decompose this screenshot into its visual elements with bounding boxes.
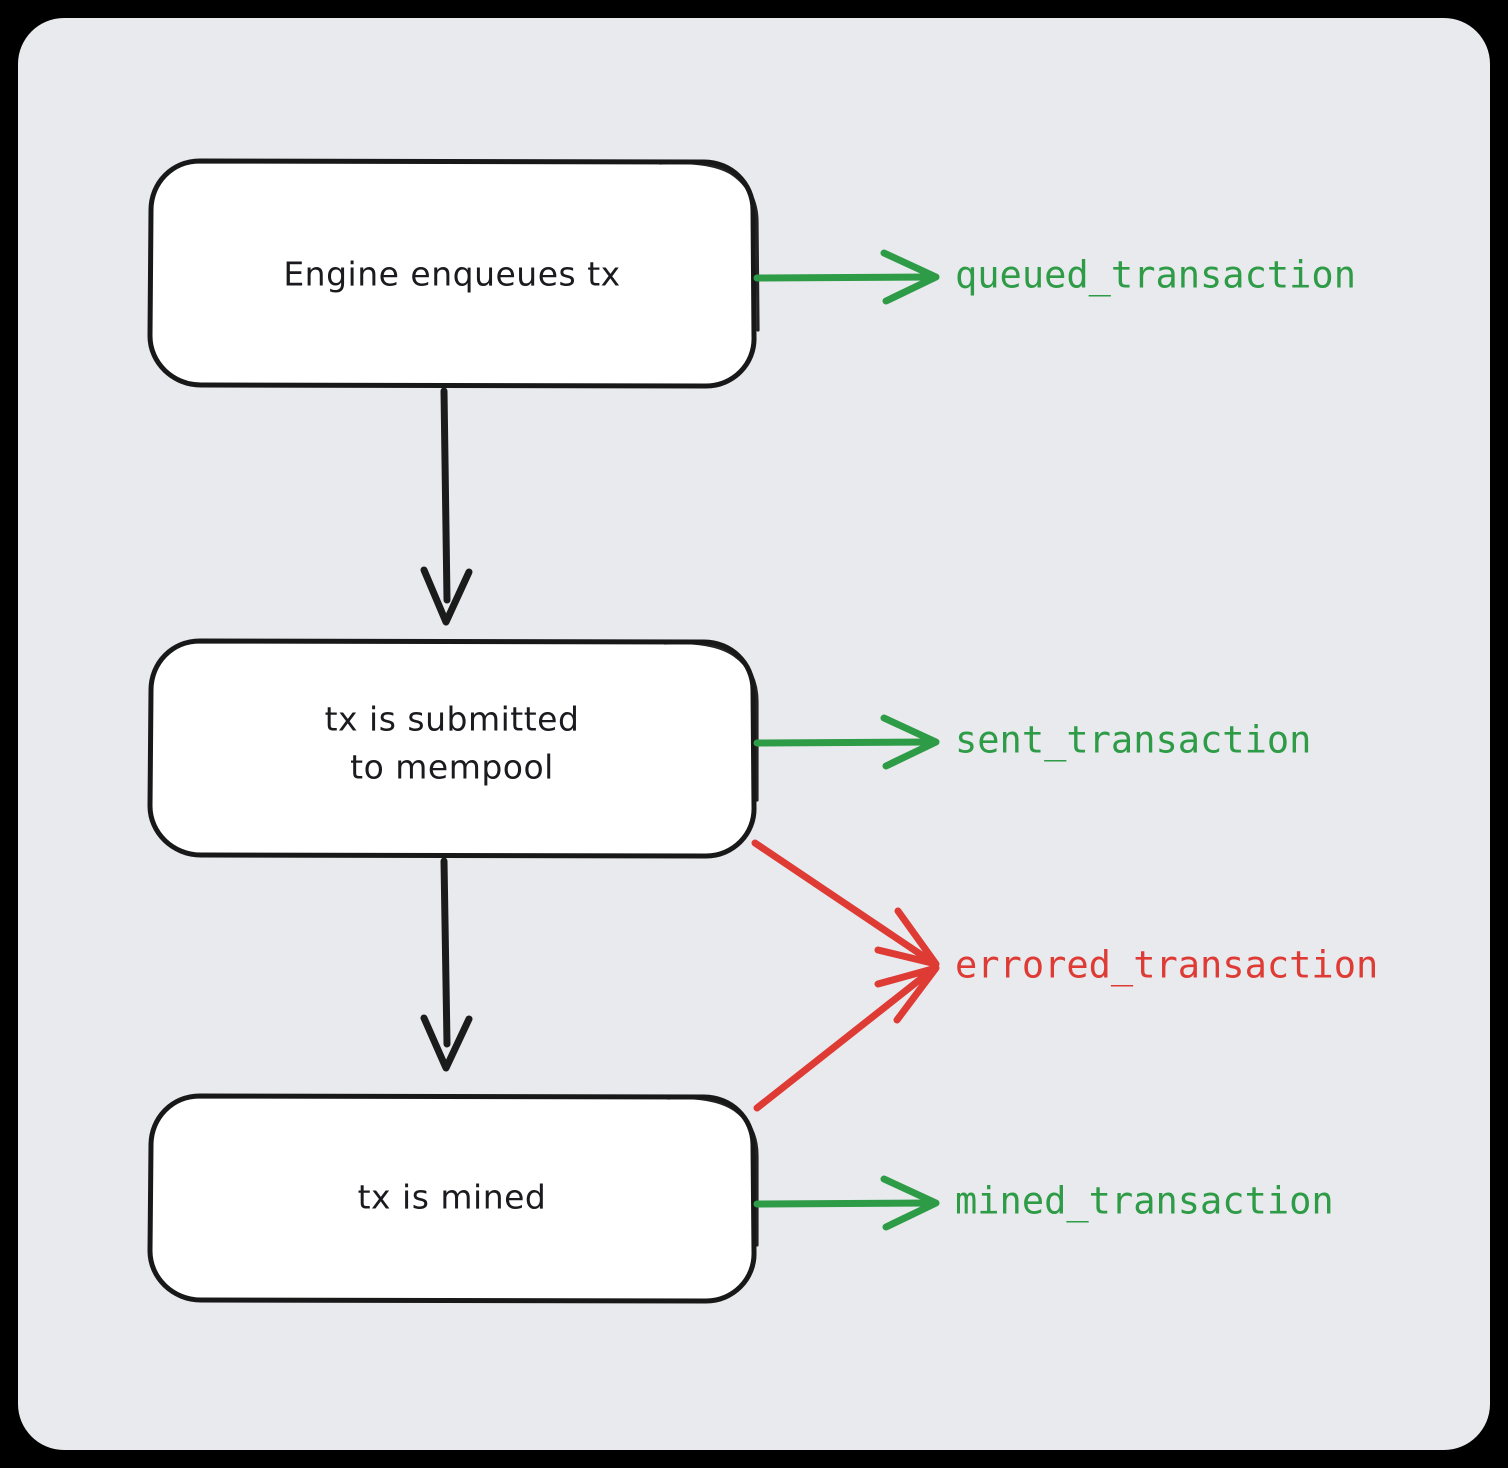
node-engine-enqueues-tx-sketch-stroke: [658, 160, 760, 332]
event-edge-errored-from-mined-line: [753, 966, 936, 1112]
node-tx-submitted-to-mempool-label-line1: tx is submitted: [325, 700, 580, 739]
event-edge-errored-from-mined-arrowhead: [874, 964, 940, 1024]
node-tx-is-mined-sketch-stroke: [666, 1095, 759, 1247]
flow-arrow-submit-to-mined-line: [440, 857, 451, 1048]
event-label-queued-transaction: queued_transaction: [955, 254, 1356, 298]
event-edge-mined-transaction: [753, 1175, 940, 1231]
event-label-sent-transaction: sent_transaction: [955, 719, 1311, 763]
node-engine-enqueues-tx-label: Engine enqueues tx: [283, 255, 620, 294]
event-edge-errored-transaction-from-submit: [751, 839, 940, 968]
event-edge-queued-transaction-arrowhead: [880, 249, 940, 305]
node-tx-submitted-to-mempool-sketch-stroke: [663, 640, 759, 802]
flow-arrow-enqueue-to-submit-head: [420, 566, 473, 626]
flow-arrow-enqueue-to-submit-line: [440, 387, 451, 604]
event-edge-errored-from-submit-line: [751, 839, 936, 966]
event-edge-mined-transaction-arrowhead: [880, 1175, 940, 1231]
event-edge-errored-from-submit-arrowhead: [874, 907, 940, 968]
event-edge-sent-transaction-arrowhead: [880, 714, 940, 770]
event-edge-mined-transaction-line: [753, 1199, 934, 1208]
flow-arrow-submit-to-mined-head: [420, 1014, 473, 1072]
node-tx-submitted-to-mempool[interactable]: tx is submitted to mempool: [147, 638, 759, 859]
node-tx-submitted-to-mempool-label-line2: to mempool: [350, 748, 554, 787]
event-edge-errored-transaction-from-mined: [753, 964, 940, 1112]
event-edge-sent-transaction-line: [753, 738, 934, 747]
flow-arrow-enqueue-to-submit: [420, 387, 473, 626]
event-edge-sent-transaction: [753, 714, 940, 770]
flow-arrow-submit-to-mined: [420, 857, 473, 1072]
node-engine-enqueues-tx[interactable]: Engine enqueues tx: [147, 158, 760, 389]
event-edge-queued-transaction: [753, 249, 940, 305]
node-tx-is-mined[interactable]: tx is mined: [147, 1093, 759, 1304]
event-edge-queued-transaction-line: [753, 273, 934, 282]
node-tx-is-mined-label: tx is mined: [358, 1178, 547, 1217]
event-label-mined-transaction: mined_transaction: [955, 1180, 1334, 1224]
event-label-errored-transaction: errored_transaction: [955, 944, 1378, 988]
